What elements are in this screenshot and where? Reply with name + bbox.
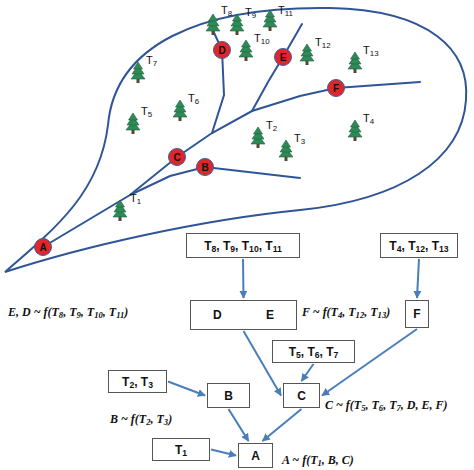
process-box: C — [283, 383, 320, 408]
flow-arrow — [242, 259, 245, 298]
point-letter: A — [39, 242, 46, 253]
box-text: B — [224, 389, 233, 403]
tree-label: T4 — [363, 112, 374, 124]
process-box: T5, T6, T7 — [272, 340, 355, 363]
tree-label: T2 — [266, 119, 277, 131]
point-letter: E — [280, 52, 287, 63]
box-text: F — [413, 307, 420, 321]
box-text: T1 — [175, 443, 187, 457]
tree-label: T6 — [188, 92, 199, 104]
watershed-outline — [5, 8, 466, 272]
tree-label: T7 — [146, 54, 157, 66]
tree-label: T1 — [130, 192, 141, 204]
tree-label: T13 — [363, 44, 379, 56]
point-letter: C — [173, 152, 180, 163]
box-text: T5, T6, T7 — [289, 345, 339, 359]
box-text: T8, T9, T10, T11 — [204, 239, 282, 253]
outlet-point: E — [274, 48, 292, 66]
formula-label: A ~ f(T1, B, C) — [282, 453, 354, 468]
box-text: C — [297, 389, 306, 403]
point-letter: D — [218, 45, 225, 56]
process-box: F — [405, 300, 429, 328]
flow-arrow — [263, 409, 302, 441]
outlet-point: A — [34, 238, 52, 256]
tree-label: T3 — [294, 132, 305, 144]
formula-label: F ~ f(T4, T12, T13) — [302, 305, 390, 320]
point-letter: F — [333, 83, 339, 94]
tree-label: T8 — [221, 4, 232, 16]
box-text: A — [251, 449, 260, 463]
flow-arrow — [168, 382, 205, 396]
flow-arrow — [302, 364, 314, 381]
box-text: E — [266, 308, 274, 322]
outlet-point: D — [213, 41, 231, 59]
outlet-point: C — [168, 148, 186, 166]
trees — [113, 10, 362, 221]
process-box: T1 — [152, 438, 210, 461]
flow-arrow — [229, 409, 249, 441]
box-text: T4, T12, T13 — [389, 239, 448, 253]
tree-label: T5 — [141, 105, 152, 117]
flow-arrow — [417, 259, 419, 298]
box-text: T2, T3 — [122, 375, 153, 389]
tree-label: T9 — [245, 6, 256, 18]
process-box: T4, T12, T13 — [380, 233, 458, 258]
process-box: A — [238, 443, 273, 468]
tree-label: T12 — [315, 36, 331, 48]
formula-label: E, D ~ f(T8, T9, T10, T11) — [8, 305, 128, 320]
process-box: DE — [190, 300, 297, 330]
process-box: T2, T3 — [108, 370, 167, 393]
tree-label: T11 — [278, 4, 293, 16]
formula-label: B ~ f(T2, T3) — [110, 412, 172, 427]
point-letter: B — [201, 162, 208, 173]
formula-label: C ~ f(T5, T6, T7, D, E, F) — [325, 398, 447, 413]
process-box: B — [207, 383, 250, 408]
tree-label: T10 — [254, 32, 270, 44]
flow-arrow — [211, 450, 236, 456]
river-network — [43, 24, 420, 247]
box-text: D — [213, 308, 222, 322]
process-box: T8, T9, T10, T11 — [186, 233, 300, 258]
outlet-point: F — [327, 79, 345, 97]
outlet-point: B — [196, 158, 214, 176]
